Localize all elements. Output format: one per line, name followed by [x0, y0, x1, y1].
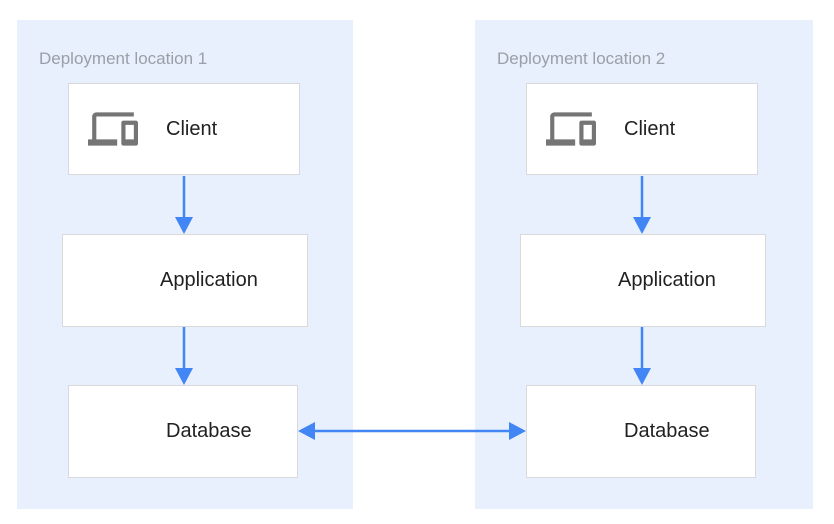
- location-title: Deployment location 2: [497, 49, 666, 68]
- node-label: Application: [618, 269, 716, 291]
- node-application-2: Application: [520, 234, 766, 327]
- node-database-2: Database: [526, 385, 756, 478]
- node-client-1: Client: [68, 83, 300, 175]
- location-title: Deployment location 1: [39, 49, 208, 68]
- node-label: Application: [160, 269, 258, 291]
- deployment-location-1: Deployment location 1 Client Application…: [17, 20, 353, 509]
- node-application-1: Application: [62, 234, 308, 327]
- arrow-client-to-application-1: [172, 176, 196, 234]
- node-label: Database: [166, 420, 252, 442]
- arrow-database-sync: [298, 418, 526, 444]
- arrow-client-to-application-2: [630, 176, 654, 234]
- node-database-1: Database: [68, 385, 298, 478]
- node-label: Database: [624, 420, 710, 442]
- node-label: Client: [624, 117, 676, 140]
- deployment-location-2: Deployment location 2 Client Application…: [475, 20, 813, 509]
- devices-icon: [542, 104, 600, 154]
- storage-icon: [541, 259, 594, 303]
- storage-icon: [83, 259, 136, 303]
- arrow-application-to-database-2: [630, 327, 654, 385]
- storage-icon: [89, 410, 142, 454]
- storage-icon: [547, 410, 600, 454]
- devices-icon: [84, 104, 142, 154]
- node-client-2: Client: [526, 83, 758, 175]
- arrow-application-to-database-1: [172, 327, 196, 385]
- node-label: Client: [166, 117, 218, 140]
